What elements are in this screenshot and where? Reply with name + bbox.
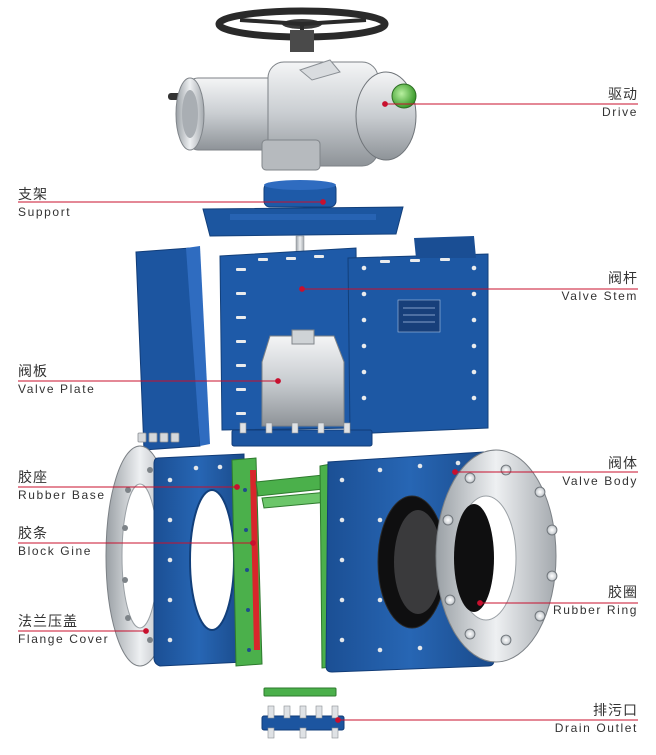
valve-plate bbox=[261, 329, 345, 427]
label-drain-outlet: 排污口 Drain Outlet bbox=[555, 702, 638, 736]
label-valve-body-en: Valve Body bbox=[562, 474, 638, 489]
leader-lines bbox=[18, 101, 638, 723]
label-rubber-ring-en: Rubber Ring bbox=[553, 603, 638, 618]
label-valve-plate-en: Valve Plate bbox=[18, 382, 96, 397]
label-drive: 驱动 Drive bbox=[602, 86, 638, 120]
label-valve-plate-zh: 阀板 bbox=[18, 363, 48, 379]
support-bracket bbox=[202, 180, 404, 237]
label-drive-zh: 驱动 bbox=[608, 86, 638, 102]
nameplate bbox=[397, 299, 441, 333]
label-block-gine: 胶条 Block Gine bbox=[18, 525, 92, 559]
label-rubber-base: 胶座 Rubber Base bbox=[18, 469, 106, 503]
label-drain-outlet-en: Drain Outlet bbox=[554, 721, 638, 736]
cover-panels bbox=[219, 236, 489, 435]
label-rubber-base-zh: 胶座 bbox=[18, 469, 48, 485]
label-block-gine-zh: 胶条 bbox=[18, 525, 48, 541]
indicator-window bbox=[391, 83, 417, 109]
label-valve-plate: 阀板 Valve Plate bbox=[18, 363, 95, 397]
label-support-en: Support bbox=[18, 205, 72, 220]
label-flange-cover: 法兰压盖 Flange Cover bbox=[18, 613, 109, 647]
left-side-plate bbox=[135, 246, 210, 451]
valve-body-left bbox=[153, 453, 245, 667]
label-support: 支架 Support bbox=[18, 186, 71, 220]
label-valve-body-zh: 阀体 bbox=[608, 455, 638, 471]
label-rubber-ring: 胶圈 Rubber Ring bbox=[553, 584, 638, 618]
label-flange-cover-zh: 法兰压盖 bbox=[18, 613, 78, 629]
packing-bar bbox=[231, 422, 373, 447]
label-flange-cover-en: Flange Cover bbox=[18, 632, 110, 647]
label-support-zh: 支架 bbox=[18, 186, 48, 202]
label-valve-body: 阀体 Valve Body bbox=[562, 455, 638, 489]
label-drive-en: Drive bbox=[601, 105, 638, 120]
rubber-ring-flange bbox=[435, 449, 558, 663]
label-rubber-base-en: Rubber Base bbox=[18, 488, 106, 503]
label-valve-stem-zh: 阀杆 bbox=[608, 270, 638, 286]
label-valve-stem-en: Valve Stem bbox=[561, 289, 638, 304]
drain-outlet bbox=[261, 687, 345, 739]
label-block-gine-en: Block Gine bbox=[18, 544, 93, 559]
label-valve-stem: 阀杆 Valve Stem bbox=[562, 270, 638, 304]
drive-actuator bbox=[168, 7, 417, 171]
label-drain-outlet-zh: 排污口 bbox=[593, 702, 638, 718]
label-rubber-ring-zh: 胶圈 bbox=[608, 584, 638, 600]
